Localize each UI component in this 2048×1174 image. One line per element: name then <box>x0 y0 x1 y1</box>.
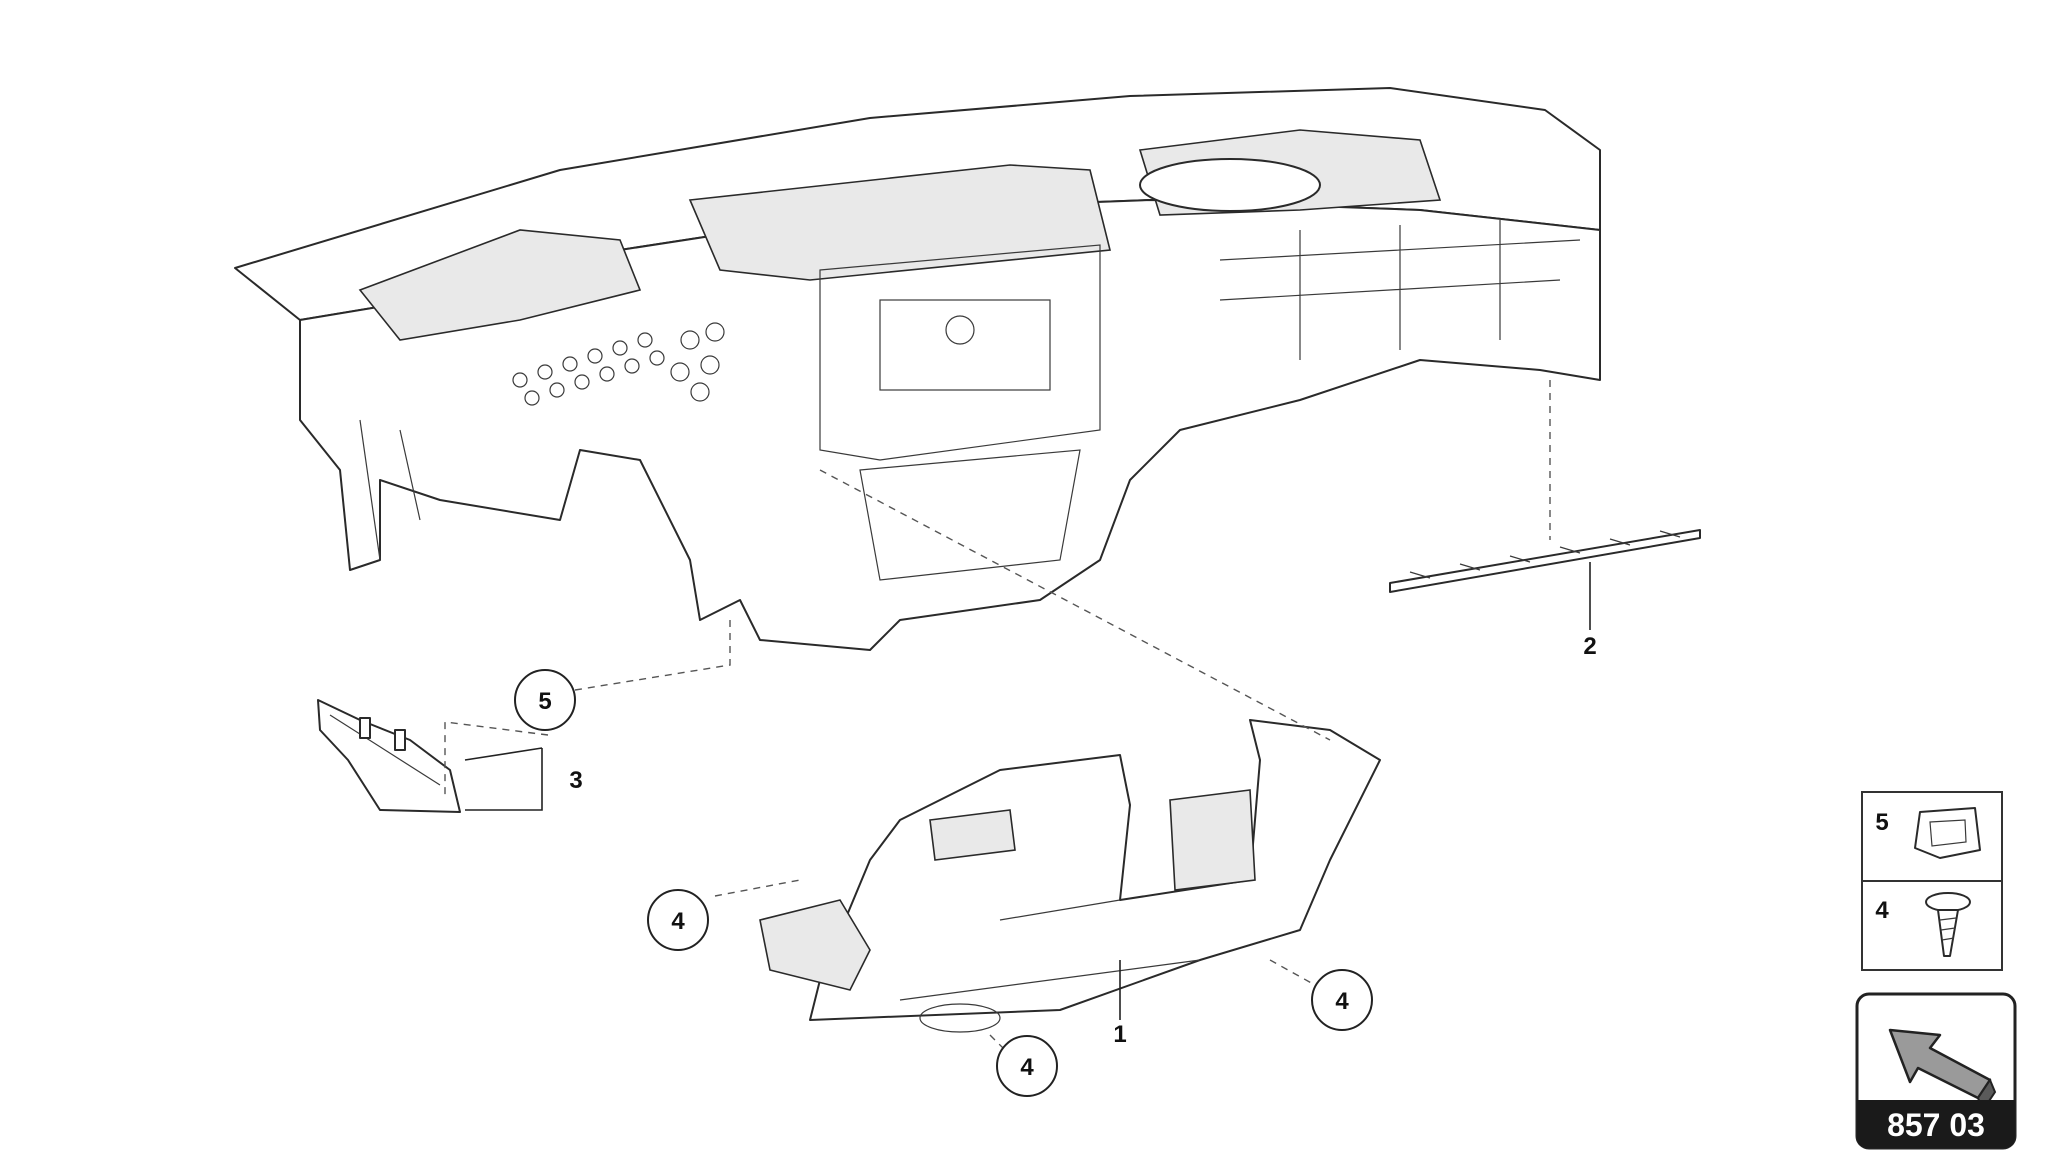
screw-icon <box>1925 892 1971 957</box>
solid-leaders <box>464 562 1591 1020</box>
callout-1: 1 <box>1113 1021 1126 1048</box>
callout-4b-label: 4 <box>1335 988 1349 1015</box>
callout-2: 2 <box>1583 633 1596 660</box>
trim-strip-part-2 <box>1389 529 1701 593</box>
callout-1-label: 1 <box>1113 1021 1126 1048</box>
callout-5-circle: 5 <box>514 669 576 731</box>
callout-5-label: 5 <box>538 688 551 715</box>
callout-4a-circle: 4 <box>647 889 709 951</box>
dashed-leaders <box>444 380 1551 1051</box>
callout-4a-label: 4 <box>671 908 685 935</box>
callout-3-label: 3 <box>569 767 582 794</box>
parts-legend: 5 4 <box>1861 791 2003 971</box>
dashboard-carrier <box>234 87 1601 651</box>
callout-4c-label: 4 <box>1020 1054 1034 1081</box>
legend-5-label: 5 <box>1875 809 1888 836</box>
callout-3: 3 <box>569 767 582 794</box>
callout-4c-circle: 4 <box>996 1035 1058 1097</box>
lower-console-part-1 <box>759 719 1381 1033</box>
clip-icon <box>1914 807 1981 859</box>
callout-2-label: 2 <box>1583 633 1596 660</box>
page-code-label: 857 03 <box>1887 1107 1985 1143</box>
side-cover-part-3 <box>317 699 461 813</box>
callout-4b-circle: 4 <box>1311 969 1373 1031</box>
legend-4-label: 4 <box>1875 897 1889 924</box>
page-nav-button[interactable]: 857 03 <box>1855 992 2017 1150</box>
